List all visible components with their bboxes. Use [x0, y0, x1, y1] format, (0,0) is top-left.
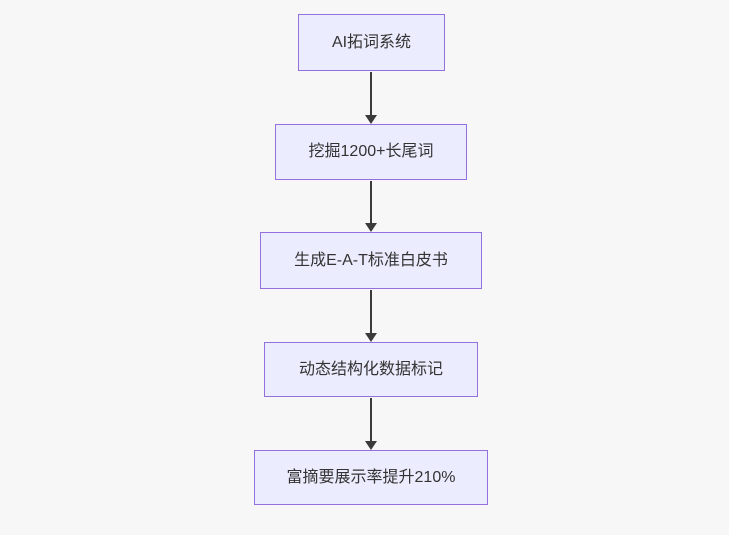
- node-label: 动态结构化数据标记: [298, 360, 443, 378]
- arrow-line: [370, 398, 372, 443]
- node-rich-snippet-rate-increase: 富摘要展示率提升210%: [254, 450, 488, 505]
- arrow-line: [370, 290, 372, 335]
- flow-arrow-2: [365, 181, 377, 232]
- flow-arrow-1: [365, 72, 377, 124]
- arrow-down-icon: [365, 441, 377, 450]
- arrow-down-icon: [365, 333, 377, 342]
- node-label: 生成E-A-T标准白皮书: [294, 251, 448, 269]
- node-label: 挖掘1200+长尾词: [308, 143, 434, 161]
- flow-arrow-4: [365, 398, 377, 450]
- arrow-line: [370, 72, 372, 117]
- node-label: AI拓词系统: [331, 33, 412, 51]
- node-dynamic-structured-data-markup: 动态结构化数据标记: [264, 342, 478, 397]
- arrow-line: [370, 181, 372, 225]
- arrow-down-icon: [365, 115, 377, 124]
- node-mine-longtail-keywords: 挖掘1200+长尾词: [275, 124, 467, 180]
- node-ai-word-expansion-system: AI拓词系统: [298, 14, 445, 71]
- node-generate-eat-whitepaper: 生成E-A-T标准白皮书: [260, 232, 482, 289]
- arrow-down-icon: [365, 223, 377, 232]
- node-label: 富摘要展示率提升210%: [286, 468, 456, 486]
- flow-arrow-3: [365, 290, 377, 342]
